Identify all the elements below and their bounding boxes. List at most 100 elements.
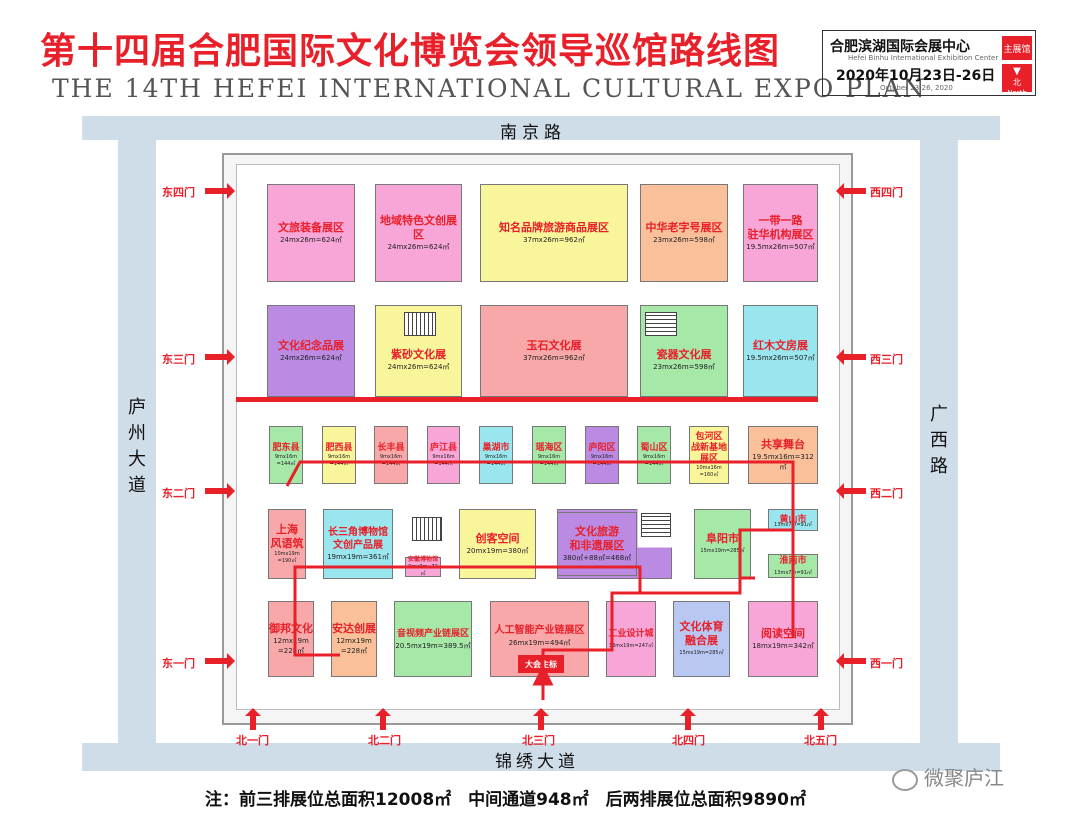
booth-name: 上海 风语筑	[270, 523, 304, 550]
gate-arrow-icon	[205, 483, 235, 499]
expo-date-en: October 23-26, 2020	[880, 84, 953, 92]
gate-arrow-icon	[375, 708, 391, 730]
booth-row5-7: 阅读空间 18mx19m=342㎡	[748, 601, 818, 677]
booth-size: 12mx19m =228㎡	[273, 637, 309, 655]
booth-row2-3: 玉石文化展 37mx26m=962㎡	[480, 305, 628, 397]
booth-row3-8: 蜀山区 9mx16m =144㎡	[637, 426, 671, 484]
booth-size: 24mx26m=624㎡	[280, 354, 342, 362]
main-stage-text: 大会主标	[525, 659, 557, 669]
gate-arrow-icon	[205, 183, 235, 199]
page-title: 第十四届合肥国际文化博览会领导巡馆路线图	[40, 31, 781, 72]
booth-name: 文化纪念品展	[278, 339, 344, 352]
booth-name: 瑶海区	[535, 442, 563, 453]
booth-row5-1: 御邦文化 12mx19m =228㎡	[268, 601, 314, 677]
booth-name: 安达创展	[332, 622, 376, 635]
gate-arrow-icon	[205, 349, 235, 365]
booth-size: 19.5mx26m=507㎡	[746, 243, 815, 251]
booth-size: 15mx19m=285㎡	[700, 548, 745, 554]
booth-name: 安徽博物馆	[407, 556, 438, 563]
booth-size: 10mx16m =160㎡	[696, 464, 722, 478]
booth-row1-3: 知名品牌旅游商品展区 37mx26m=962㎡	[480, 184, 628, 282]
booth-size: 24mx26m=624㎡	[387, 363, 450, 371]
booth-size: 20mx19m=380㎡	[466, 547, 529, 555]
gate-label-west-2: 西二门	[870, 487, 903, 500]
road-label-east: 广西路	[930, 404, 948, 477]
booth-row2-1: 文化纪念品展 24mx26m=624㎡	[267, 305, 355, 397]
gate-arrow-icon	[836, 653, 866, 669]
north-compass-badge: ▼ 北 North	[1002, 64, 1032, 97]
wechat-watermark: 微聚庐江	[892, 762, 1004, 791]
route-line	[285, 460, 795, 578]
booth-row4-1: 上海 风语筑 10mx19m =190㎡	[268, 509, 306, 579]
road-east	[920, 116, 958, 771]
central-aisle-divider	[236, 397, 818, 402]
gate-arrow-icon	[836, 483, 866, 499]
booth-name: 共享舞台	[761, 438, 805, 451]
booth-size: 37mx26m=962㎡	[523, 354, 585, 362]
gate-arrow-icon	[205, 653, 235, 669]
booth-size: 23mx26m=598㎡	[653, 363, 715, 371]
booth-name: 蜀山区	[640, 442, 668, 453]
booth-name: 长三角博物馆 文创产品展	[328, 527, 388, 551]
booth-name: 长丰县	[377, 442, 405, 453]
booth-name: 玉石文化展	[526, 339, 582, 352]
booth-name: 工业设计城	[608, 629, 654, 639]
booth-size: 380㎡+88㎡=468㎡	[562, 554, 632, 562]
watermark-text: 微聚庐江	[924, 766, 1004, 790]
road-label-south: 锦绣大道	[495, 752, 579, 772]
booth-row3-6: 瑶海区 9mx16m =144㎡	[532, 426, 566, 484]
booth-size: 37mx26m=962㎡	[523, 236, 585, 244]
booth-name: 包河区 战新基地 展区	[690, 431, 727, 464]
venue-name: 合肥滨湖国际会展中心	[830, 39, 970, 55]
area-summary-note: 注：前三排展位总面积12008㎡ 中间通道948㎡ 后两排展位总面积9890㎡	[205, 790, 806, 810]
booth-row2-4: 瓷器文化展 23mx26m=598㎡	[640, 305, 728, 397]
booth-size: 19mx19m=361㎡	[327, 553, 389, 561]
road-north	[82, 116, 1000, 140]
booth-name: 紫砂文化展	[391, 348, 446, 361]
booth-name: 巢湖市	[482, 442, 510, 453]
booth-size: 13mx19m=247㎡	[608, 643, 654, 649]
booth-row3-1: 肥东县 9mx16m =144㎡	[269, 426, 303, 484]
road-label-north: 南京路	[500, 123, 566, 143]
stair-icon	[641, 513, 671, 537]
booth-row5-5: 工业设计城 13mx19m=247㎡	[606, 601, 656, 677]
booth-size: 15mx19m=285㎡	[679, 650, 724, 656]
booth-name: 一带一路 驻华机构展区	[747, 214, 814, 241]
booth-size: 10mx19m =190㎡	[274, 551, 300, 564]
booth-name: 御邦文化	[269, 622, 313, 635]
booth-row2-2: 紫砂文化展 24mx26m=624㎡	[375, 305, 462, 397]
booth-name: 知名品牌旅游商品展区	[499, 221, 609, 234]
booth-name: 肥西县	[325, 442, 353, 453]
booth-row5-6: 文化体育 融合展 15mx19m=285㎡	[673, 601, 730, 677]
route-line	[293, 565, 642, 676]
booth-size: 23mx26m=598㎡	[653, 236, 715, 244]
stair-icon	[645, 312, 677, 336]
gate-label-west-3: 西三门	[870, 353, 903, 366]
booth-size: 24mx26m=624㎡	[280, 236, 342, 244]
booth-row1-2: 地域特色文创展区 24mx26m=624㎡	[375, 184, 462, 282]
gate-label-north-4: 北四门	[672, 734, 705, 747]
booth-row5-3: 音视频产业链展区 20.5mx19m=389.5㎡	[394, 601, 472, 677]
booth-row2-5: 红木文房展 19.5mx26m=507㎡	[743, 305, 818, 397]
booth-name: 肥东县	[272, 442, 300, 453]
booth-name: 阜阳市	[706, 532, 739, 545]
booth-size: 26mx19m=494㎡	[508, 639, 571, 647]
main-hall-badge: 主展馆	[1002, 36, 1032, 60]
booth-size: 19.5mx16m=312㎡	[752, 453, 814, 471]
gate-arrow-icon	[680, 708, 696, 730]
booth-name: 红木文房展	[753, 339, 808, 352]
gate-arrow-icon	[533, 708, 549, 730]
wechat-icon	[892, 768, 918, 791]
gate-label-east-2: 东二门	[162, 487, 195, 500]
gate-label-north-1: 北一门	[236, 734, 269, 747]
booth-name: 人工智能产业链展区	[494, 625, 585, 636]
booth-size: 9mx16m =144㎡	[274, 453, 298, 467]
booth-name: 音视频产业链展区	[396, 629, 469, 639]
page-subtitle: THE 14TH HEFEI INTERNATIONAL CULTURAL EX…	[52, 74, 927, 103]
booth-row3-10: 共享舞台 19.5mx16m=312㎡	[748, 426, 818, 484]
booth-row1-1: 文旅装备展区 24mx26m=624㎡	[267, 184, 355, 282]
booth-name: 瓷器文化展	[656, 348, 712, 361]
expo-date: 2020年10月23日-26日	[836, 68, 996, 84]
booth-size: 24mx26m=624㎡	[387, 243, 450, 251]
